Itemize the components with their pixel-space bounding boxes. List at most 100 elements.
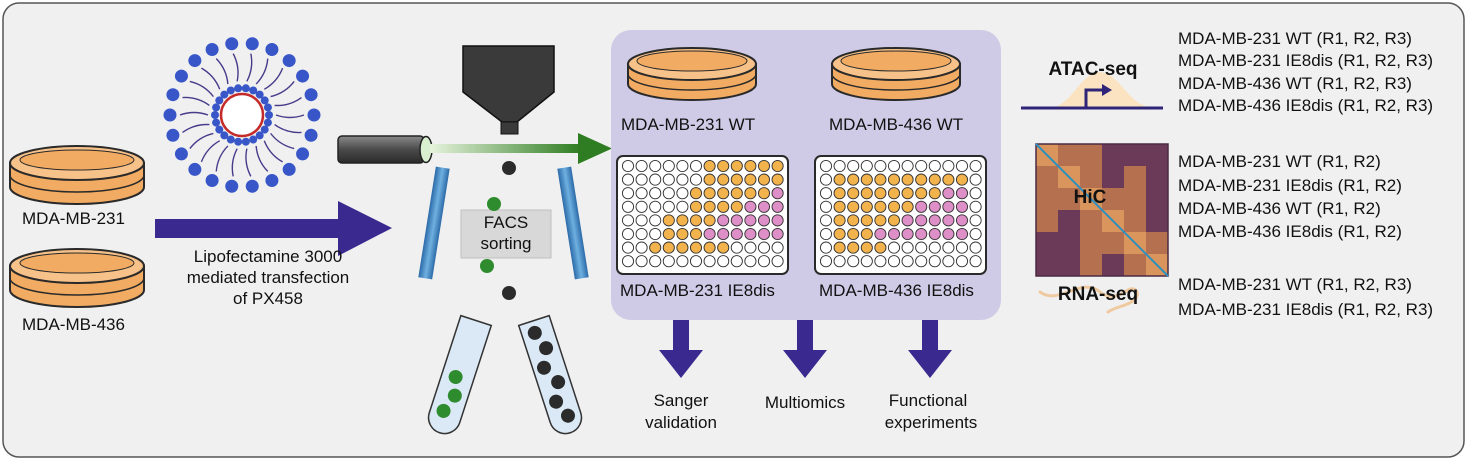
well (621, 227, 635, 241)
lipid-tail (270, 132, 295, 150)
well (969, 173, 982, 186)
lipid-tail (215, 145, 229, 172)
well (676, 187, 689, 200)
well (969, 187, 982, 200)
lipid-head-outer (166, 88, 180, 102)
lipid-tail (189, 80, 214, 98)
hic-cell (1124, 188, 1147, 211)
atac-tss-arrowhead (1102, 84, 1112, 96)
hic-cell (1146, 166, 1169, 189)
liposome-illustration (163, 37, 321, 193)
well (744, 227, 757, 241)
well (874, 187, 887, 200)
lipid-head-outer (188, 162, 202, 176)
well (901, 255, 914, 268)
lipid-head-inner (241, 137, 250, 146)
well (955, 255, 969, 268)
well (689, 200, 703, 213)
lipid-head-outer (245, 179, 259, 193)
well (915, 173, 928, 186)
hic-cell (1058, 254, 1081, 277)
hic-cell (1146, 144, 1169, 167)
well (901, 227, 914, 241)
well (744, 173, 757, 186)
well (703, 200, 716, 213)
well (730, 255, 743, 268)
well (676, 214, 689, 227)
lipid-head-inner (211, 111, 219, 119)
atac-tss-arrow-icon (1084, 88, 1104, 108)
well (730, 214, 743, 227)
well (915, 227, 928, 241)
lipid-head-outer (166, 128, 180, 142)
lipid-head-outer (296, 69, 310, 83)
dish-label-mda-mb-231: MDA-MB-231 (22, 209, 125, 228)
well (744, 200, 757, 213)
lipid-head-outer (225, 37, 239, 51)
atac-sample: MDA-MB-436 IE8dis (R1, R2, R3) (1178, 96, 1433, 115)
lipid-head-inner (263, 118, 272, 127)
well (635, 200, 648, 213)
lipid-tail (231, 148, 238, 177)
lipid-tail (179, 111, 209, 116)
hic-cell (1102, 254, 1125, 277)
well (942, 173, 955, 186)
well (847, 200, 860, 213)
well (833, 255, 846, 268)
well (887, 187, 901, 200)
well (717, 227, 730, 241)
lipid-head-inner (249, 135, 258, 144)
lipid-head-inner (212, 103, 221, 112)
well (730, 241, 743, 254)
atac-sample: MDA-MB-231 IE8dis (R1, R2, R3) (1178, 51, 1433, 70)
well (676, 241, 689, 254)
well (833, 200, 846, 213)
rna-title: RNA-seq (1058, 284, 1138, 305)
well (703, 214, 716, 227)
well (928, 159, 941, 173)
well (955, 241, 969, 254)
rna-sample: MDA-MB-231 WT (R1, R2, R3) (1178, 275, 1412, 294)
lipid-head-outer (225, 179, 239, 193)
well (621, 187, 635, 200)
well (703, 159, 716, 173)
hic-cell (1102, 166, 1125, 189)
well (744, 214, 757, 227)
hic-cell (1146, 232, 1169, 255)
well (915, 241, 928, 254)
well (771, 159, 784, 173)
deflector-plate-left (418, 166, 450, 280)
well (860, 173, 873, 186)
well (757, 227, 771, 241)
hic-cell (1124, 254, 1147, 277)
well (662, 173, 675, 186)
well (928, 255, 941, 268)
well (771, 214, 784, 227)
lipid-tail (200, 140, 221, 163)
well (969, 227, 982, 241)
well (662, 200, 675, 213)
well (649, 227, 662, 241)
well (860, 214, 873, 227)
transfection-arrow (155, 201, 392, 256)
lipid-head-outer (304, 88, 318, 102)
well (819, 159, 833, 173)
facs-label-line2: sorting (480, 234, 531, 253)
well (887, 214, 901, 227)
well (887, 173, 901, 186)
well (847, 173, 860, 186)
hic-cell (1080, 232, 1103, 255)
well (757, 255, 771, 268)
well (819, 214, 833, 227)
well (649, 255, 662, 268)
lipid-head-inner (255, 131, 264, 140)
well (649, 241, 662, 254)
well (689, 187, 703, 200)
hic-cell (1124, 210, 1147, 233)
hic-sample: MDA-MB-436 IE8dis (R1, R2) (1178, 222, 1402, 241)
hic-cell (1036, 232, 1059, 255)
well (847, 255, 860, 268)
well (771, 187, 784, 200)
lipid-head-inner (226, 86, 235, 95)
droplet-black (502, 161, 516, 175)
